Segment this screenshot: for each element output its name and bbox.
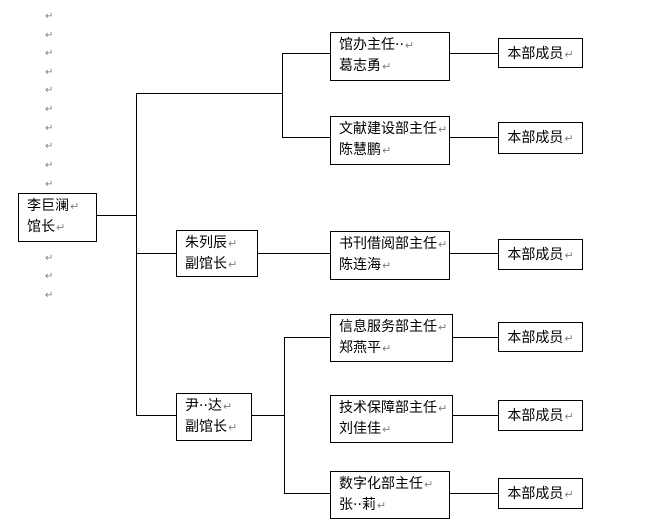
department-box: 馆办主任··↵ 葛志勇↵ bbox=[330, 32, 450, 81]
paragraph-mark: ↵ bbox=[56, 221, 66, 234]
paragraph-mark: ↵ bbox=[382, 423, 392, 436]
department-box: 技术保障部主任↵ 刘佳佳↵ bbox=[330, 395, 453, 443]
paragraph-mark: ↵ bbox=[228, 421, 238, 434]
department-title: 技术保障部主任 bbox=[339, 400, 437, 416]
paragraph-mark: ↵ bbox=[45, 104, 54, 115]
member-box: 本部成员↵ bbox=[498, 239, 583, 270]
connector-line bbox=[449, 493, 498, 494]
connector-line bbox=[284, 337, 330, 338]
connector-line bbox=[284, 493, 330, 494]
paragraph-mark: ↵ bbox=[564, 410, 574, 423]
paragraph-mark: ↵ bbox=[438, 123, 448, 136]
connector-line bbox=[449, 53, 498, 54]
member-box: 本部成员↵ bbox=[498, 400, 583, 431]
director-box: 李巨澜↵ 馆长↵ bbox=[18, 193, 97, 242]
paragraph-mark: ↵ bbox=[382, 342, 392, 355]
paragraph-mark: ↵ bbox=[70, 200, 80, 213]
member-label: 本部成员 bbox=[507, 330, 564, 346]
paragraph-mark: ↵ bbox=[45, 271, 54, 282]
connector-line bbox=[449, 137, 498, 138]
connector-line bbox=[452, 415, 498, 416]
paragraph-mark: ↵ bbox=[382, 259, 392, 272]
connector-line bbox=[452, 337, 498, 338]
connector-line bbox=[257, 253, 330, 254]
department-title: 书刊借阅部主任 bbox=[339, 236, 437, 252]
paragraph-mark: ↵ bbox=[228, 237, 238, 250]
department-title: 文献建设部主任 bbox=[339, 121, 437, 137]
department-title: 信息服务部主任 bbox=[339, 319, 437, 335]
director-title: 馆长 bbox=[27, 219, 55, 235]
paragraph-mark: ↵ bbox=[564, 332, 574, 345]
paragraph-mark: ↵ bbox=[45, 67, 54, 78]
paragraph-mark: ↵ bbox=[564, 488, 574, 501]
connector-line bbox=[282, 137, 330, 138]
department-title: 馆办主任·· bbox=[339, 37, 404, 53]
member-box: 本部成员↵ bbox=[498, 322, 583, 352]
department-title: 数字化部主任 bbox=[339, 476, 423, 492]
member-label: 本部成员 bbox=[507, 46, 564, 62]
paragraph-mark: ↵ bbox=[45, 179, 54, 190]
paragraph-mark: ↵ bbox=[564, 132, 574, 145]
department-box: 数字化部主任↵ 张··莉↵ bbox=[330, 471, 450, 519]
connector-line bbox=[282, 53, 330, 54]
connector-line bbox=[136, 253, 176, 254]
paragraph-mark: ↵ bbox=[45, 85, 54, 96]
paragraph-mark: ↵ bbox=[438, 321, 448, 334]
paragraph-mark: ↵ bbox=[564, 249, 574, 262]
connector-line bbox=[449, 253, 498, 254]
paragraph-mark: ↵ bbox=[424, 478, 434, 491]
connector-line bbox=[96, 215, 136, 216]
department-head-name: 陈慧鹏 bbox=[339, 142, 381, 158]
department-head-name: 葛志勇 bbox=[339, 58, 381, 74]
paragraph-mark: ↵ bbox=[45, 30, 54, 41]
director-name: 李巨澜 bbox=[27, 198, 69, 214]
deputy-name: 尹··达 bbox=[185, 398, 222, 414]
member-label: 本部成员 bbox=[507, 408, 564, 424]
paragraph-mark: ↵ bbox=[438, 402, 448, 415]
member-label: 本部成员 bbox=[507, 130, 564, 146]
department-head-name: 郑燕平 bbox=[339, 340, 381, 356]
paragraph-mark: ↵ bbox=[564, 48, 574, 61]
member-box: 本部成员↵ bbox=[498, 122, 583, 154]
paragraph-mark: ↵ bbox=[222, 400, 233, 413]
member-box: 本部成员↵ bbox=[498, 38, 583, 68]
deputy-box: 尹··达↵ 副馆长↵ bbox=[176, 393, 252, 441]
department-head-name: 陈连海 bbox=[339, 257, 381, 273]
connector-line bbox=[251, 415, 284, 416]
deputy-title: 副馆长 bbox=[185, 419, 227, 435]
department-head-name: 刘佳佳 bbox=[339, 421, 381, 437]
paragraph-mark: ↵ bbox=[45, 123, 54, 134]
member-box: 本部成员↵ bbox=[498, 478, 583, 509]
department-box: 信息服务部主任↵ 郑燕平↵ bbox=[330, 314, 453, 362]
paragraph-mark: ↵ bbox=[45, 48, 54, 59]
connector-line bbox=[284, 337, 285, 493]
paragraph-mark: ↵ bbox=[45, 160, 54, 171]
connector-line bbox=[136, 415, 176, 416]
deputy-name: 朱列辰 bbox=[185, 235, 227, 251]
deputy-box: 朱列辰↵ 副馆长↵ bbox=[176, 230, 258, 277]
paragraph-mark: ↵ bbox=[438, 238, 448, 251]
deputy-title: 副馆长 bbox=[185, 256, 227, 272]
department-box: 书刊借阅部主任↵ 陈连海↵ bbox=[330, 231, 450, 280]
connector-line bbox=[282, 53, 283, 137]
paragraph-mark: ↵ bbox=[382, 60, 392, 73]
connector-line bbox=[136, 93, 137, 415]
member-label: 本部成员 bbox=[507, 247, 564, 263]
member-label: 本部成员 bbox=[507, 486, 564, 502]
paragraph-mark: ↵ bbox=[382, 144, 392, 157]
paragraph-mark: ↵ bbox=[404, 39, 415, 52]
department-head-name: 张··莉 bbox=[339, 497, 376, 513]
paragraph-mark: ↵ bbox=[228, 258, 238, 271]
department-box: 文献建设部主任↵ 陈慧鹏↵ bbox=[330, 116, 450, 165]
connector-line bbox=[136, 93, 282, 94]
paragraph-mark: ↵ bbox=[45, 141, 54, 152]
paragraph-mark: ↵ bbox=[45, 253, 54, 264]
paragraph-mark: ↵ bbox=[376, 499, 387, 512]
paragraph-mark: ↵ bbox=[45, 290, 54, 301]
paragraph-mark: ↵ bbox=[45, 11, 54, 22]
